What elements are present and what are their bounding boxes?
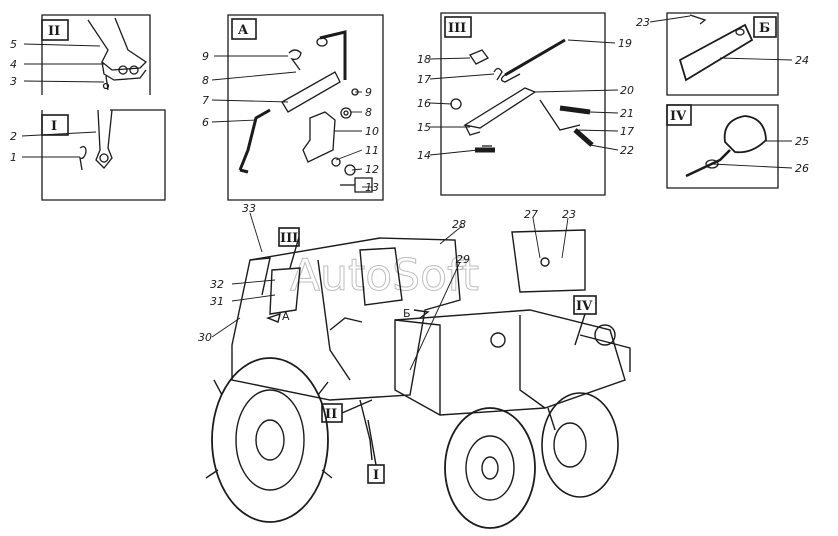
part-number-18: 18	[417, 53, 431, 66]
panel-B-label: Б	[759, 21, 770, 36]
marker-A-label: A	[282, 310, 290, 323]
panel-I: I	[41, 109, 166, 201]
marker-B-label: Б	[403, 307, 411, 320]
part-number-1: 1	[10, 151, 17, 164]
part-number-9: 9	[202, 50, 209, 63]
marker-IV-label: IV	[576, 299, 593, 314]
part-number-8: 8	[202, 74, 209, 87]
part-number-25: 25	[795, 135, 809, 148]
part-number-6: 6	[202, 116, 209, 129]
part-number-4: 4	[10, 58, 17, 71]
part-number-10: 10	[365, 125, 379, 138]
watermark-text: AutoSoft	[290, 250, 479, 301]
part-number-32: 32	[210, 278, 224, 291]
part-number-13: 13	[365, 181, 379, 194]
part-number-12: 12	[365, 163, 379, 176]
panel-B: Б	[666, 12, 779, 96]
part-number-33: 33	[242, 202, 256, 215]
part-number-11: 11	[365, 144, 379, 157]
part-number-17: 17	[417, 73, 431, 86]
panel-A: A	[227, 14, 384, 201]
part-number-31: 31	[210, 295, 224, 308]
part-number-28: 28	[452, 218, 466, 231]
panel-II: II	[41, 14, 151, 95]
leader-lines	[21, 15, 793, 371]
tractor-drawing: III IV II I A Б	[205, 227, 631, 529]
part-number-16: 16	[417, 97, 431, 110]
part-number-21: 21	[620, 107, 634, 120]
part-number-17b: 17	[620, 125, 634, 138]
part-number-27: 27	[524, 208, 538, 221]
part-number-9b: 9	[365, 86, 372, 99]
part-number-23b: 23	[562, 208, 576, 221]
part-number-19: 19	[618, 37, 632, 50]
part-number-7: 7	[202, 94, 209, 107]
part-number-14: 14	[417, 149, 431, 162]
part-number-20: 20	[620, 84, 634, 97]
marker-II-label: II	[325, 407, 337, 422]
panel-IV: IV	[666, 104, 779, 189]
part-number-26: 26	[795, 162, 809, 175]
panel-III-label: III	[448, 21, 466, 36]
panel-IV-label: IV	[670, 109, 687, 124]
part-number-23: 23	[636, 16, 650, 29]
part-number-29: 29	[456, 253, 470, 266]
part-number-3: 3	[10, 75, 17, 88]
part-number-5: 5	[10, 38, 17, 51]
part-number-30: 30	[198, 331, 212, 344]
panel-I-label: I	[51, 119, 57, 134]
marker-III-label: III	[280, 231, 298, 246]
part-numbers: 5 4 3 2 1 9 8 7 6 9 8 10 11 12 13 18 17 …	[10, 16, 809, 344]
part-number-2: 2	[10, 130, 17, 143]
panel-III: III	[440, 12, 606, 196]
part-number-22: 22	[620, 144, 634, 157]
marker-I-label: I	[373, 468, 379, 483]
part-number-15: 15	[417, 121, 431, 134]
panel-II-label: II	[48, 24, 60, 39]
part-number-24: 24	[795, 54, 809, 67]
panel-A-label: A	[237, 23, 249, 38]
part-number-8b: 8	[365, 106, 372, 119]
